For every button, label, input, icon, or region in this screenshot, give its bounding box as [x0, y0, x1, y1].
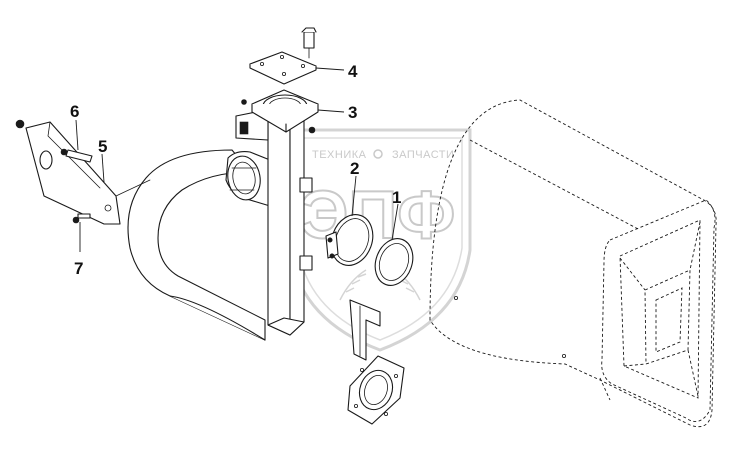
watermark-text-right: ЗАПЧАСТИ: [392, 149, 454, 161]
muffler-body: [429, 99, 717, 428]
clamp: [325, 214, 374, 266]
callout-labels: 1 2 3 4 5 6 7: [70, 62, 401, 278]
exhaust-pipe: [127, 149, 271, 341]
callout-2: 2: [350, 159, 359, 178]
callout-1: 1: [392, 188, 401, 207]
leader-lines: [75, 67, 399, 252]
callout-3: 3: [348, 103, 357, 122]
watermark-logo: ЭПФ: [300, 177, 455, 253]
watermark-shield-inner: [297, 137, 463, 341]
bracket-pipe-link: [115, 179, 151, 197]
watermark: ТЕХНИКА ЗАПЧАСТИ ЭПФ: [288, 128, 472, 352]
gasket-ring: [374, 238, 414, 286]
lower-support: [349, 299, 381, 361]
vertical-bracket: [235, 111, 313, 336]
watermark-gear-icon: [373, 149, 383, 159]
left-bracket: [15, 119, 121, 225]
callout-6: 6: [70, 102, 79, 121]
callout-4: 4: [348, 62, 358, 81]
watermark-text-left: ТЕХНИКА: [312, 149, 367, 161]
callout-7: 7: [74, 259, 83, 278]
bottom-flange: [347, 355, 405, 425]
callout-5: 5: [98, 137, 107, 156]
top-flange: [241, 89, 319, 134]
cover-plate: [249, 27, 317, 85]
